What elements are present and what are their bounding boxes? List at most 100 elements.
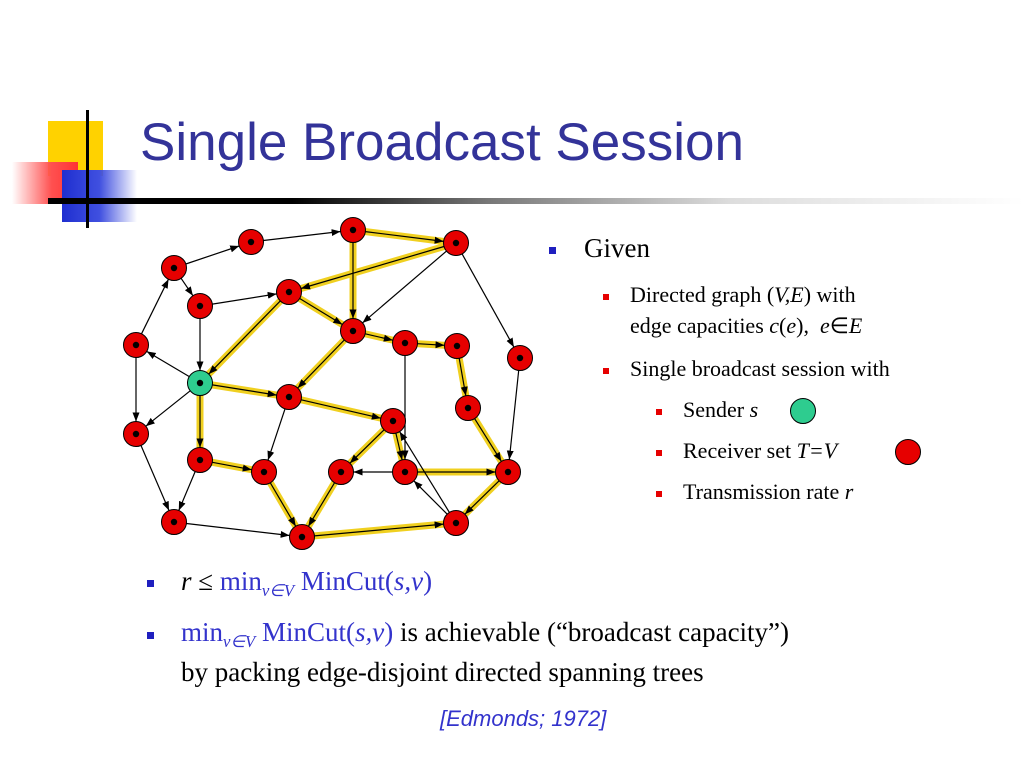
edge-q-w (269, 482, 297, 527)
edge-c-d (365, 231, 444, 244)
sender-var: s (749, 397, 759, 422)
min-operator: min (181, 617, 224, 647)
edge-l-m (301, 399, 381, 420)
edge-S-k (146, 350, 190, 378)
mincut-close: ) (384, 617, 394, 647)
edge-f-S (208, 300, 281, 375)
capacity-c: c (769, 313, 780, 338)
node-center-dot (196, 456, 204, 464)
title-divider (48, 198, 1024, 204)
edge-S-l (212, 384, 277, 398)
rate-text: Transmission rate (683, 479, 845, 504)
bullet-square-icon (656, 491, 662, 497)
edge-m-t (395, 433, 404, 460)
edge-j-u (506, 370, 520, 460)
given-heading: Given (584, 233, 650, 263)
node-center-dot (170, 264, 178, 272)
node-center-dot (349, 226, 357, 234)
edge-d-g (362, 250, 447, 324)
edge-l-q (267, 408, 286, 461)
node-center-dot (464, 404, 472, 412)
edge-d-f (300, 245, 445, 290)
capacity-e: e (786, 313, 797, 338)
node-center-dot (196, 302, 204, 310)
node-center-dot (401, 468, 409, 476)
edge-a-e (180, 277, 194, 297)
node-center-dot (196, 379, 204, 387)
receiver-node-icon (895, 439, 921, 465)
sender-item: Sender s (683, 397, 758, 423)
node-center-dot (452, 239, 460, 247)
mincut-close: ) (423, 566, 433, 596)
edge-p-v (178, 471, 196, 511)
node-center-dot (132, 430, 140, 438)
rate-r: r (181, 566, 192, 596)
achievable-text: is achievable (“broadcast capacity”) (393, 617, 790, 647)
edge-a-b (185, 245, 240, 265)
min-subscript: v∈V (261, 580, 295, 600)
given-item-session: Single broadcast session with (630, 356, 890, 381)
node-center-dot (401, 339, 409, 347)
node-center-dot (285, 393, 293, 401)
edge-d-j (461, 253, 515, 348)
edge-v-w (186, 522, 290, 538)
edge-S-o (145, 390, 191, 427)
graph-desc-post: ) with (803, 282, 856, 307)
node-center-dot (337, 468, 345, 476)
edge-n-u (474, 418, 502, 462)
edge-o-v (140, 445, 170, 511)
decor-blue-square (62, 170, 137, 222)
capacity-open: ( (779, 313, 787, 338)
edge-i-n (458, 358, 468, 396)
edge-p-q (212, 461, 252, 472)
citation: [Edmonds; 1972] (440, 706, 607, 731)
min-subscript: v∈V (223, 631, 256, 651)
mincut-bound: r ≤ minv∈V MinCut(s,v) (181, 566, 433, 600)
capacities-text: edge capacities (630, 313, 770, 338)
packing-statement: by packing edge-disjoint directed spanni… (181, 657, 704, 687)
min-operator: min (219, 566, 262, 596)
edge-k-a (140, 278, 170, 335)
leq-symbol: ≤ (191, 566, 220, 596)
node-center-dot (285, 288, 293, 296)
capacity-close: ), (796, 313, 809, 338)
receiver-item: Receiver set T=V (683, 438, 837, 464)
receiver-text: Receiver set (683, 438, 797, 463)
spanning-tree-highlight (196, 226, 512, 541)
edge-u-x (464, 480, 500, 515)
edge-x-m (399, 431, 450, 513)
edge-r-w (307, 482, 336, 527)
node-center-dot (132, 341, 140, 349)
edge-f-g (299, 297, 343, 326)
node-center-dot (452, 519, 460, 527)
edge-m-r (349, 429, 385, 464)
rate-item: Transmission rate r (683, 479, 853, 505)
node-center-dot (389, 417, 397, 425)
graph-vars: V,E (774, 282, 804, 307)
given-item-capacities: edge capacities c(e), e∈E (630, 313, 862, 339)
bullet-square-icon (603, 294, 609, 300)
element-e: e (819, 313, 830, 338)
node-center-dot (170, 518, 178, 526)
edge-e-f (212, 291, 277, 305)
slide-title: Single Broadcast Session (140, 113, 744, 172)
node-center-dot (516, 354, 524, 362)
element-of: ∈ (829, 313, 849, 338)
achievability-statement: minv∈V MinCut(s,v) is achievable (“broad… (181, 617, 790, 651)
edge-w-x (314, 521, 444, 537)
node-center-dot (260, 468, 268, 476)
bullet-square-icon (603, 368, 609, 374)
bullet-square-icon (147, 632, 154, 639)
node-center-dot (453, 342, 461, 350)
network-graph (123, 217, 533, 550)
edge-x-t (413, 480, 448, 515)
node-center-dot (298, 533, 306, 541)
node-center-dot (504, 468, 512, 476)
bullet-square-icon (656, 409, 662, 415)
sender-text: Sender (683, 397, 750, 422)
bullet-square-icon (147, 580, 154, 587)
mincut-args: s,v (393, 566, 424, 596)
decor-vertical-line (86, 110, 89, 228)
receiver-var: T=V (796, 438, 838, 463)
node-center-dot (247, 238, 255, 246)
